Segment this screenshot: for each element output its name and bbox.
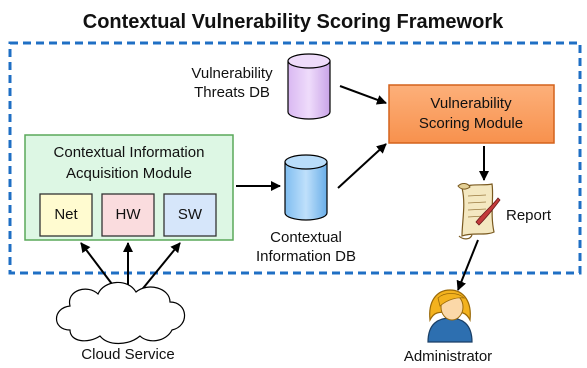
acquisition-module: Contextual Information Acquisition Modul… xyxy=(24,134,234,241)
source-sw: SW xyxy=(163,193,217,237)
arrow-threats-to-scoring xyxy=(339,85,387,105)
context-db-label-line2: Information DB xyxy=(256,248,356,265)
source-hw: HW xyxy=(101,193,155,237)
scoring-module-label-line2: Scoring Module xyxy=(419,115,523,132)
contextual-information-db: Contextual Information DB xyxy=(256,154,356,265)
source-hw-label: HW xyxy=(116,206,142,223)
diagram-title: Contextual Vulnerability Scoring Framewo… xyxy=(83,11,504,33)
cloud-icon xyxy=(55,281,186,345)
cloud-service: Cloud Service xyxy=(55,281,186,363)
vulnerability-threats-db: Vulnerability Threats DB xyxy=(191,53,331,120)
administrator: Administrator xyxy=(404,289,492,365)
administrator-label: Administrator xyxy=(404,348,492,365)
threats-db-label-line2: Threats DB xyxy=(194,84,270,101)
arrow-context-db-to-scoring xyxy=(337,143,387,189)
report: Report xyxy=(457,183,552,240)
framework-boundary xyxy=(8,41,582,275)
report-scroll-icon xyxy=(457,183,501,240)
threats-db-label-line1: Vulnerability xyxy=(191,65,273,82)
acquisition-module-label-line2: Acquisition Module xyxy=(66,165,192,182)
arrow-report-to-administrator xyxy=(456,239,479,291)
scoring-module-label-line1: Vulnerability xyxy=(430,95,512,112)
report-label: Report xyxy=(506,207,552,224)
source-net-label: Net xyxy=(54,206,78,223)
acquisition-module-label-line1: Contextual Information xyxy=(54,144,205,161)
cloud-service-label: Cloud Service xyxy=(81,346,174,363)
source-net: Net xyxy=(39,193,93,237)
arrow-cloud-to-sw xyxy=(139,242,181,293)
administrator-person-icon xyxy=(427,289,473,343)
context-db-label-line1: Contextual xyxy=(270,229,342,246)
threats-db-cylinder-icon xyxy=(287,53,331,120)
context-db-cylinder-icon xyxy=(284,154,328,221)
source-sw-label: SW xyxy=(178,206,203,223)
scoring-module: Vulnerability Scoring Module xyxy=(388,84,555,144)
